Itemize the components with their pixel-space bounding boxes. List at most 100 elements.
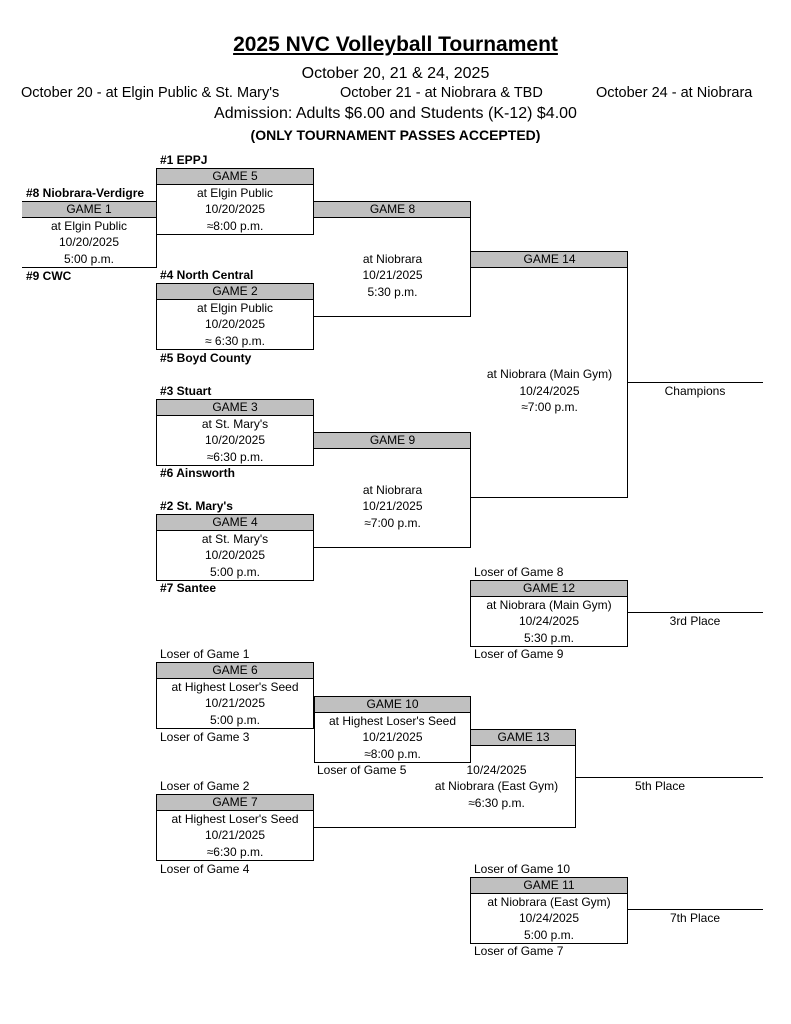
game-11-bottom-line	[470, 943, 628, 944]
game-6-label: GAME 6	[157, 662, 313, 679]
game-3-time: ≈6:30 p.m.	[206, 449, 264, 464]
game-8-bottom-line	[314, 316, 471, 317]
game-11-label: GAME 11	[471, 877, 627, 894]
game-4-box: GAME 4 at St. Mary's 10/20/2025 5:00 p.m…	[156, 514, 314, 581]
game-10-label: GAME 10	[315, 696, 470, 713]
game-9-location: at Niobrara	[362, 483, 423, 497]
game-5-date: 10/20/2025	[204, 202, 266, 217]
game-1-label: GAME 1	[22, 201, 156, 218]
game-1-date: 10/20/2025	[58, 235, 120, 250]
game-9-time: ≈7:00 p.m.	[364, 516, 421, 530]
game-7-location: at Highest Loser's Seed	[171, 812, 299, 826]
game-13-date: 10/24/2025	[466, 763, 527, 777]
game-12-location: at Niobrara (Main Gym)	[486, 598, 612, 612]
fifth-place-label: 5th Place	[634, 779, 686, 793]
admission-info: Admission: Adults $6.00 and Students (K-…	[214, 105, 577, 122]
game-7-box: GAME 7 at Highest Loser's Seed 10/21/202…	[156, 794, 314, 861]
game-8-date: 10/21/2025	[362, 268, 423, 282]
game-3-date: 10/20/2025	[204, 433, 266, 448]
game-9-date: 10/21/2025	[362, 499, 423, 513]
game-12-label: GAME 12	[471, 580, 627, 597]
team-seed-6: #6 Ainsworth	[160, 466, 235, 480]
game-3-box: GAME 3 at St. Mary's 10/20/2025 ≈6:30 p.…	[156, 399, 314, 466]
game-8-label: GAME 8	[314, 201, 471, 218]
game-12-bottom-line	[470, 646, 628, 647]
game-1-box: GAME 1 at Elgin Public 10/20/2025 5:00 p…	[22, 201, 157, 268]
game-9-label: GAME 9	[314, 432, 471, 449]
tournament-dates: October 20, 21 & 24, 2025	[301, 65, 490, 82]
game-12-bottom-entrant: Loser of Game 9	[474, 647, 564, 661]
game-10-bottom-entrant: Loser of Game 5	[317, 763, 407, 777]
game-2-box: GAME 2 at Elgin Public 10/20/2025 ≈ 6:30…	[156, 283, 314, 350]
game-13-location: at Niobrara (East Gym)	[434, 779, 559, 793]
game-5-box: GAME 5 at Elgin Public 10/20/2025 ≈8:00 …	[156, 168, 314, 235]
game-5-time: ≈8:00 p.m.	[206, 218, 264, 233]
game-6-bottom-entrant: Loser of Game 3	[160, 730, 250, 744]
game-1-time: 5:00 p.m.	[63, 251, 115, 266]
game-14-label: GAME 14	[471, 251, 628, 268]
game-10-time: ≈8:00 p.m.	[364, 746, 421, 761]
team-seed-5: #5 Boyd County	[160, 351, 252, 365]
team-seed-8: #8 Niobrara-Verdigre	[26, 186, 145, 200]
fifth-place-line	[575, 777, 763, 778]
game-5-label: GAME 5	[157, 168, 313, 185]
passes-note: (ONLY TOURNAMENT PASSES ACCEPTED)	[250, 127, 541, 143]
team-seed-2: #2 St. Mary's	[160, 499, 233, 513]
champions-line	[627, 382, 763, 383]
game-5-location: at Elgin Public	[196, 186, 274, 200]
game-8-time: 5:30 p.m.	[367, 285, 418, 299]
game-9-right-line	[470, 432, 471, 548]
game-7-date: 10/21/2025	[204, 828, 266, 843]
game-6-top-entrant: Loser of Game 1	[160, 647, 250, 661]
game-3-location: at St. Mary's	[201, 417, 269, 431]
game-13-right-line	[575, 729, 576, 828]
game-14-location: at Niobrara (Main Gym)	[486, 367, 613, 381]
team-seed-4: #4 North Central	[160, 268, 254, 282]
game-11-bottom-entrant: Loser of Game 7	[474, 944, 564, 958]
game-14-time: ≈7:00 p.m.	[521, 400, 578, 414]
game-7-bottom-line	[156, 860, 314, 861]
game-4-label: GAME 4	[157, 514, 313, 531]
game-11-location: at Niobrara (East Gym)	[487, 895, 611, 909]
game-1-bottom-line	[22, 267, 157, 268]
game-7-bottom-entrant: Loser of Game 4	[160, 862, 250, 876]
game-11-top-entrant: Loser of Game 10	[474, 862, 571, 876]
third-place-label: 3rd Place	[669, 614, 721, 628]
game-11-date: 10/24/2025	[518, 911, 580, 926]
game-6-date: 10/21/2025	[204, 696, 266, 711]
game-5-bottom-line	[156, 234, 314, 235]
game-10-date: 10/21/2025	[362, 730, 423, 745]
game-2-label: GAME 2	[157, 283, 313, 300]
game-4-time: 5:00 p.m.	[209, 564, 261, 579]
date-info-oct24: October 24 - at Niobrara	[596, 85, 753, 101]
date-info-oct20: October 20 - at Elgin Public & St. Mary'…	[21, 85, 280, 101]
game-7-top-entrant: Loser of Game 2	[160, 779, 250, 793]
game-9-bottom-line	[314, 547, 471, 548]
champions-label: Champions	[664, 384, 726, 398]
game-6-location: at Highest Loser's Seed	[171, 680, 299, 694]
game-6-bottom-line	[156, 728, 314, 729]
seventh-place-label: 7th Place	[669, 911, 721, 925]
game-13-label: GAME 13	[471, 729, 576, 746]
page-title: 2025 NVC Volleyball Tournament	[233, 33, 558, 56]
game-10-box: GAME 10 at Highest Loser's Seed 10/21/20…	[314, 696, 471, 763]
game-13-time: ≈6:30 p.m.	[468, 796, 525, 810]
third-place-line	[627, 612, 763, 613]
game-2-time: ≈ 6:30 p.m.	[205, 333, 265, 348]
game-6-time: 5:00 p.m.	[209, 712, 261, 727]
game-7-label: GAME 7	[157, 794, 313, 811]
game-14-bottom-line	[471, 497, 628, 498]
game-1-location: at Elgin Public	[50, 219, 128, 233]
game-14-date: 10/24/2025	[519, 384, 580, 398]
game-2-date: 10/20/2025	[204, 317, 266, 332]
game-4-location: at St. Mary's	[201, 532, 269, 546]
game-10-bottom-line	[314, 762, 471, 763]
game-12-time: 5:30 p.m.	[523, 630, 575, 645]
seventh-place-line	[627, 909, 763, 910]
game-4-bottom-line	[156, 580, 314, 581]
game-3-label: GAME 3	[157, 399, 313, 416]
game-8-right-line	[470, 201, 471, 317]
team-seed-1: #1 EPPJ	[160, 153, 208, 167]
game-2-bottom-line	[156, 349, 314, 350]
game-3-bottom-line	[156, 465, 314, 466]
